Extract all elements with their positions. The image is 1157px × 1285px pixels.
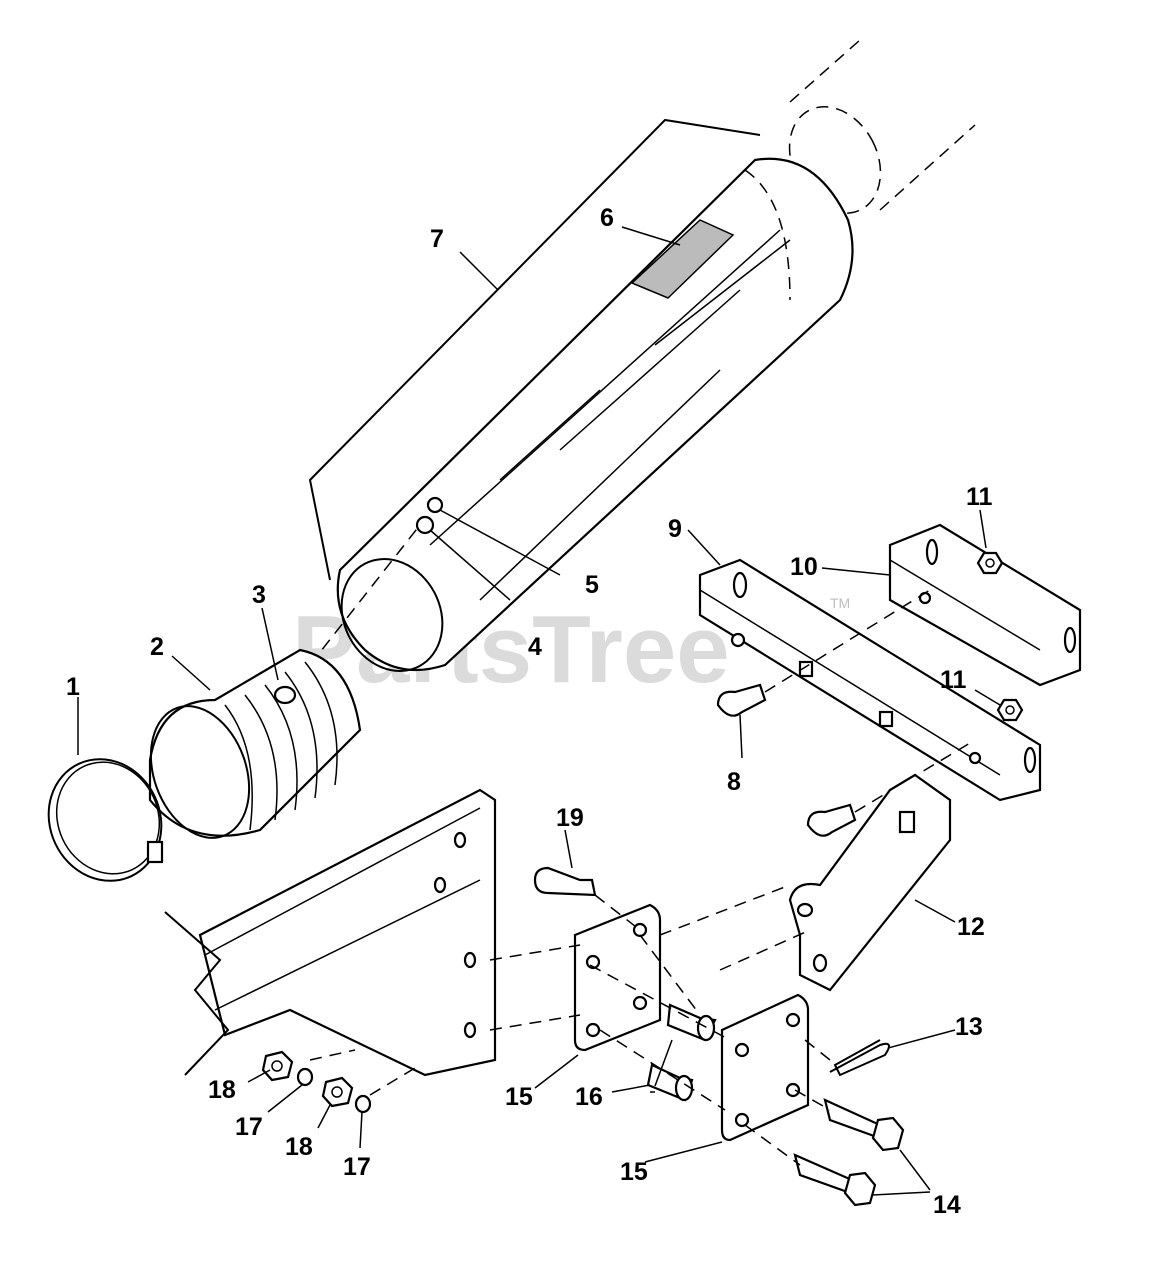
callout-15-left: 15 [505, 1083, 533, 1111]
hex-nut-small [426, 496, 444, 514]
mounting-bracket-9 [698, 558, 1042, 802]
callout-8: 8 [727, 768, 741, 796]
tube-extension-dashed [788, 39, 976, 214]
bolt-19 [533, 866, 597, 897]
lock-washer [415, 515, 435, 535]
callout-18-right: 18 [285, 1133, 313, 1161]
callout-10: 10 [790, 553, 818, 581]
leader-lines [77, 226, 1001, 1196]
callout-15-right: 15 [620, 1158, 648, 1186]
callout-13: 13 [955, 1013, 983, 1041]
callout-12: 12 [957, 913, 985, 941]
callout-1: 1 [66, 673, 80, 701]
callout-17-left: 17 [235, 1113, 263, 1141]
hex-bolt-14-upper [823, 1098, 905, 1152]
spacer-16-lower [646, 1063, 694, 1102]
callout-19: 19 [556, 804, 584, 832]
callout-4: 4 [528, 633, 542, 661]
watermark-trademark: TM [830, 595, 850, 611]
callout-17-right: 17 [343, 1153, 371, 1181]
blower-tube [308, 118, 854, 672]
washer-17-right [354, 1094, 372, 1114]
decal [630, 219, 735, 299]
callout-2: 2 [150, 633, 164, 661]
callout-16: 16 [575, 1083, 603, 1111]
alignment-lines [309, 884, 831, 1166]
callout-9: 9 [668, 515, 682, 543]
bracket-arm-12 [788, 773, 952, 992]
flex-hose [148, 648, 362, 839]
plate-15-right [720, 993, 810, 1142]
washer-17-left [296, 1067, 314, 1087]
hex-bolt-14-lower [793, 1153, 877, 1207]
callout-11-top: 11 [966, 483, 993, 511]
callout-11-bottom: 11 [940, 666, 967, 694]
hose-clamp [47, 758, 164, 882]
callout-18-left: 18 [208, 1076, 236, 1104]
nut-18-right [321, 1076, 354, 1108]
callout-3: 3 [252, 581, 266, 609]
plate-15-left [573, 903, 662, 1052]
nut-11-bottom [996, 698, 1024, 722]
nut-18-left [261, 1050, 294, 1082]
hitch-pin-13 [829, 1039, 890, 1077]
callout-6: 6 [600, 204, 614, 232]
frame-rail [164, 788, 497, 1077]
callout-7: 7 [430, 225, 444, 253]
spacer-16-upper [666, 1003, 717, 1042]
carriage-bolt-upper [716, 683, 767, 717]
mounting-bracket-10 [888, 523, 1082, 687]
carriage-bolt-lower [806, 803, 857, 837]
callout-14: 14 [933, 1191, 961, 1219]
nut-11-top [976, 551, 1004, 575]
callout-5: 5 [585, 571, 599, 599]
